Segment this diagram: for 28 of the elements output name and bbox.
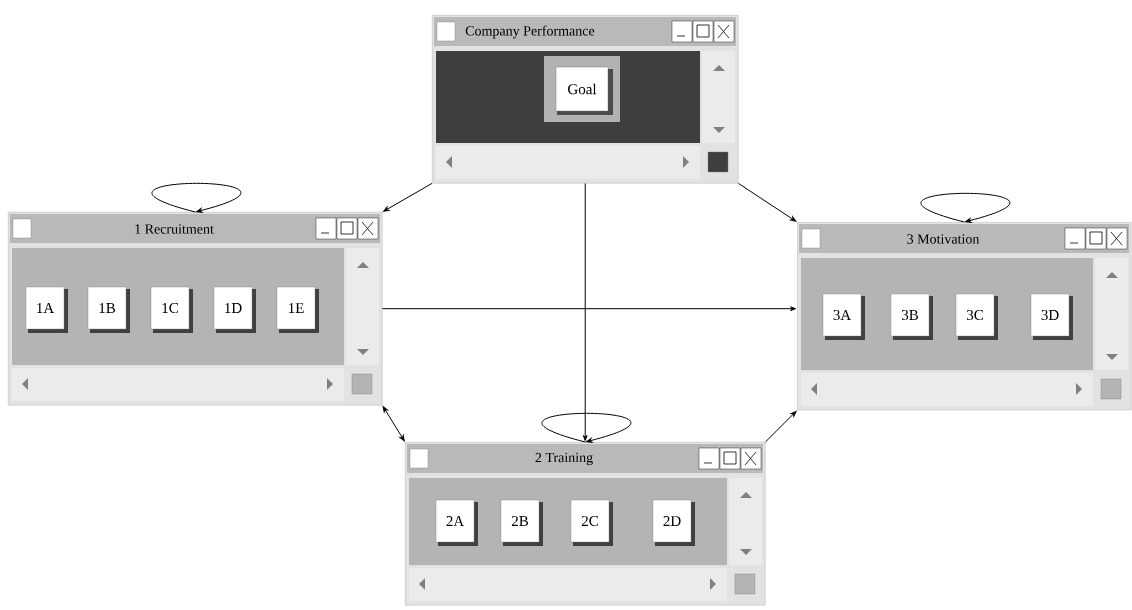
push-button: 1A [25,286,68,333]
arrow [381,306,797,312]
push-button: 3C [955,293,998,340]
window-title: 2 Training [535,452,593,466]
push-button: 1C [150,286,193,333]
window [432,15,739,184]
push-button: 2A [435,499,478,546]
push-button: 1E [276,286,319,333]
window-title: Company Performance [465,25,595,39]
push-button: 1D [213,286,256,333]
arrow [737,182,797,222]
push-button: 3D [1030,293,1073,340]
push-button: 2D [652,499,695,546]
push-button: 3B [890,293,933,340]
self-loop-arrow [152,182,241,213]
window-title: 3 Motivation [907,234,980,244]
push-button: 3A [822,293,865,340]
arrow [582,182,588,442]
self-loop-arrow [921,192,1010,223]
arrow [382,406,405,442]
arrow [764,410,797,443]
self-loop-arrow [542,412,631,443]
push-button: 2B [500,499,543,546]
push-button: Goal [544,56,620,122]
arrow [383,182,433,212]
window-title: 1 Recruitment [135,224,214,234]
push-button: 1B [87,286,130,333]
push-button: 2C [570,499,613,546]
